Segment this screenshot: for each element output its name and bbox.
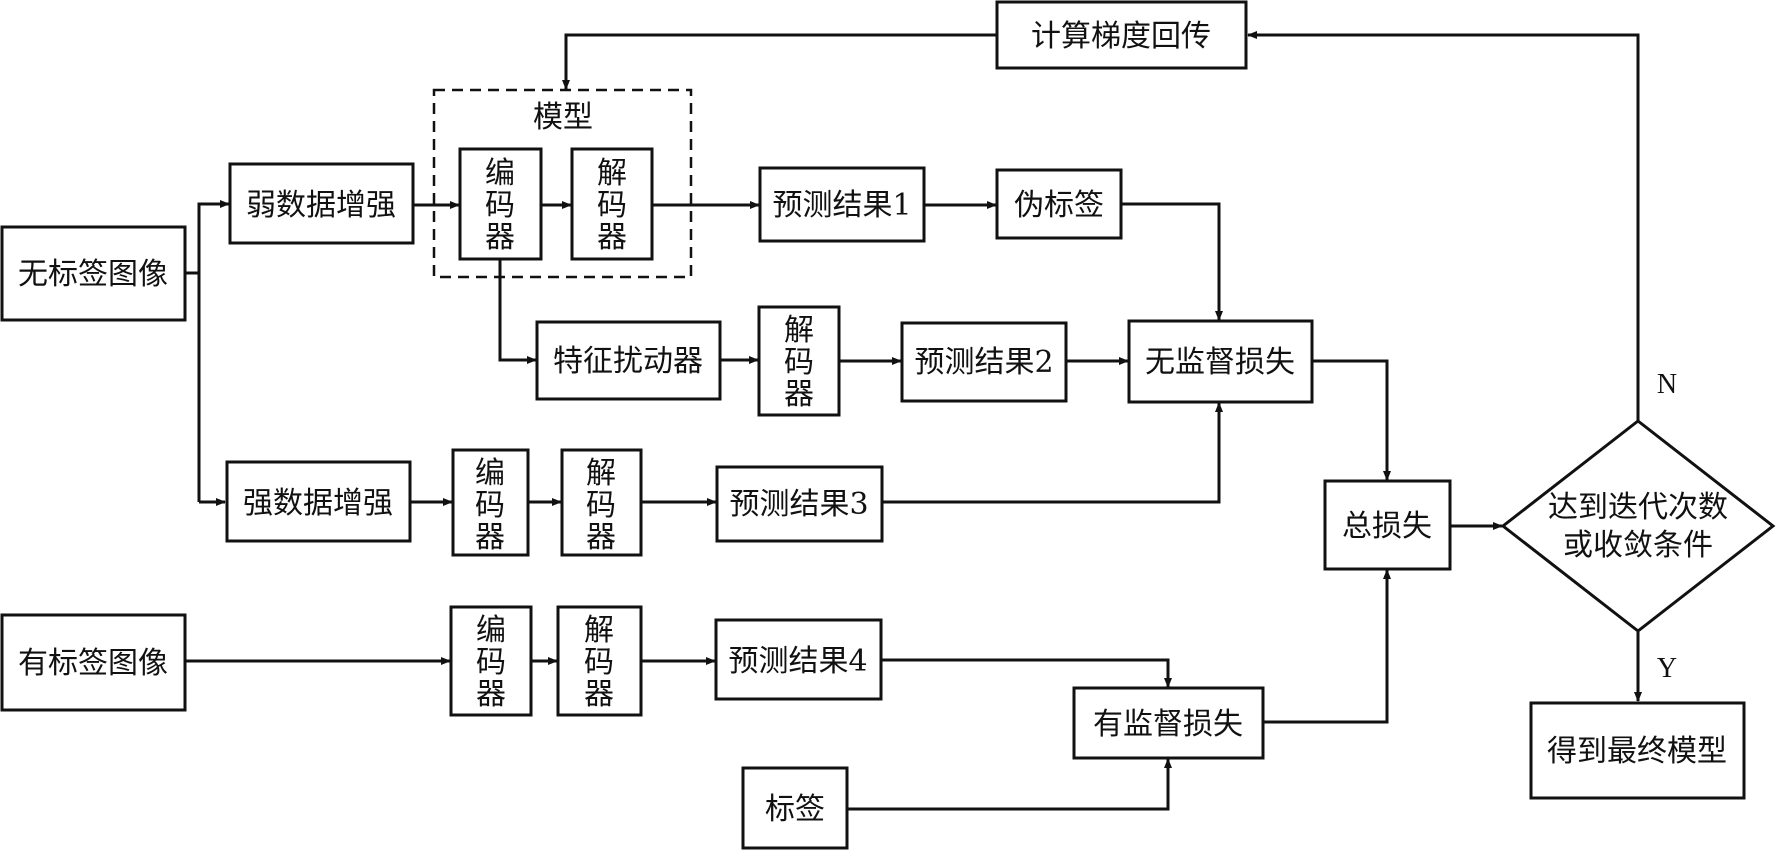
node-encoder-model[interactable]: 编码器 (458, 147, 543, 261)
node-pseudo-label-label: 伪标签 (1014, 188, 1104, 223)
node-strong-augmentation[interactable]: 强数据增强 (225, 460, 412, 543)
node-strong-augmentation-label: 强数据增强 (243, 486, 393, 521)
node-encoder-strong-label: 编码器 (475, 456, 505, 555)
vertical-char: 码 (784, 345, 814, 380)
branch-label-no: N (1657, 369, 1677, 400)
vertical-char: 码 (485, 188, 515, 223)
vertical-char: 器 (475, 520, 505, 555)
node-supervised-loss-label: 有监督损失 (1093, 707, 1243, 742)
node-decoder-perturbed[interactable]: 解码器 (757, 305, 841, 417)
node-total-loss[interactable]: 总损失 (1323, 479, 1452, 571)
vertical-char: 解 (597, 156, 627, 191)
node-final-model-label: 得到最终模型 (1547, 734, 1727, 769)
edges (185, 31, 1642, 811)
vertical-char: 码 (475, 488, 505, 523)
vertical-char: 解 (584, 613, 614, 648)
node-backprop[interactable]: 计算梯度回传 (995, 0, 1248, 70)
node-pseudo-label[interactable]: 伪标签 (995, 168, 1123, 240)
node-decoder-strong-label: 解码器 (586, 456, 616, 555)
node-backprop-label: 计算梯度回传 (1031, 19, 1211, 54)
edge-pred4-to-sup-loss (881, 658, 1172, 688)
edge-encoder-to-perturber (498, 259, 537, 364)
node-prediction-1[interactable]: 预测结果1 (758, 166, 926, 243)
vertical-char: 器 (784, 377, 814, 412)
node-ground-truth-label-label: 标签 (765, 792, 825, 827)
edge-unsup-loss-to-total-loss (1312, 359, 1391, 481)
model-group: 模型 (432, 88, 693, 279)
node-prediction-4[interactable]: 预测结果4 (714, 618, 883, 701)
node-labeled-image[interactable]: 有标签图像 (0, 613, 187, 712)
node-decoder-labeled-label: 解码器 (584, 613, 614, 712)
node-weak-augmentation-label: 弱数据增强 (246, 188, 396, 223)
node-prediction-3-label: 预测结果3 (729, 487, 868, 522)
vertical-char: 编 (475, 456, 505, 491)
node-feature-perturber-label: 特征扰动器 (553, 344, 703, 379)
node-decoder-strong[interactable]: 解码器 (560, 448, 643, 557)
node-unlabeled-image-label: 无标签图像 (18, 257, 168, 292)
vertical-char: 器 (586, 520, 616, 555)
node-condition-line1: 达到迭代次数 (1548, 490, 1728, 525)
node-decoder-model-label: 解码器 (597, 156, 627, 255)
vertical-char: 器 (597, 220, 627, 255)
node-labeled-image-label: 有标签图像 (18, 646, 168, 681)
node-decoder-model[interactable]: 解码器 (570, 147, 654, 261)
vertical-char: 解 (586, 456, 616, 491)
edge-sup-loss-to-total-loss (1263, 569, 1391, 724)
node-decoder-perturbed-label: 解码器 (784, 313, 814, 412)
node-unsupervised-loss-label: 无监督损失 (1145, 345, 1295, 380)
node-weak-augmentation[interactable]: 弱数据增强 (228, 162, 415, 245)
vertical-char: 码 (586, 488, 616, 523)
edge-pred3-to-unsup-loss (882, 402, 1223, 504)
edge-pseudo-label-to-unsup-loss (1121, 202, 1223, 321)
node-encoder-strong[interactable]: 编码器 (451, 448, 530, 557)
node-prediction-2[interactable]: 预测结果2 (900, 321, 1068, 403)
node-unlabeled-image[interactable]: 无标签图像 (0, 225, 187, 322)
node-condition-line2: 或收敛条件 (1563, 528, 1713, 563)
edge-label-to-sup-loss (847, 758, 1172, 811)
node-ground-truth-label[interactable]: 标签 (741, 766, 849, 850)
model-group-label: 模型 (533, 100, 593, 135)
node-prediction-1-label: 预测结果1 (772, 188, 911, 223)
node-decoder-labeled[interactable]: 解码器 (556, 605, 643, 717)
node-total-loss-label: 总损失 (1342, 509, 1432, 544)
vertical-char: 码 (476, 645, 506, 680)
node-encoder-model-label: 编码器 (485, 156, 515, 255)
node-prediction-2-label: 预测结果2 (914, 345, 1053, 380)
vertical-char: 码 (597, 188, 627, 223)
node-unsupervised-loss[interactable]: 无监督损失 (1127, 319, 1314, 404)
node-feature-perturber[interactable]: 特征扰动器 (535, 320, 722, 401)
vertical-char: 器 (485, 220, 515, 255)
node-prediction-4-label: 预测结果4 (728, 644, 867, 679)
vertical-char: 器 (584, 677, 614, 712)
node-supervised-loss[interactable]: 有监督损失 (1072, 686, 1265, 760)
edge-branch-to-weak-aug (197, 200, 230, 502)
node-encoder-labeled[interactable]: 编码器 (449, 605, 533, 717)
vertical-char: 器 (476, 677, 506, 712)
node-prediction-3[interactable]: 预测结果3 (715, 465, 884, 543)
node-final-model[interactable]: 得到最终模型 (1529, 701, 1746, 800)
node-condition-decision[interactable]: 达到迭代次数 或收敛条件 (1500, 419, 1776, 633)
node-encoder-labeled-label: 编码器 (476, 613, 506, 712)
edge-backprop-to-model (562, 33, 997, 90)
edge-condition-no-to-backprop (1247, 31, 1640, 421)
vertical-char: 码 (584, 645, 614, 680)
vertical-char: 编 (476, 613, 506, 648)
vertical-char: 编 (485, 156, 515, 191)
vertical-char: 解 (784, 313, 814, 348)
branch-label-yes: Y (1657, 653, 1677, 684)
